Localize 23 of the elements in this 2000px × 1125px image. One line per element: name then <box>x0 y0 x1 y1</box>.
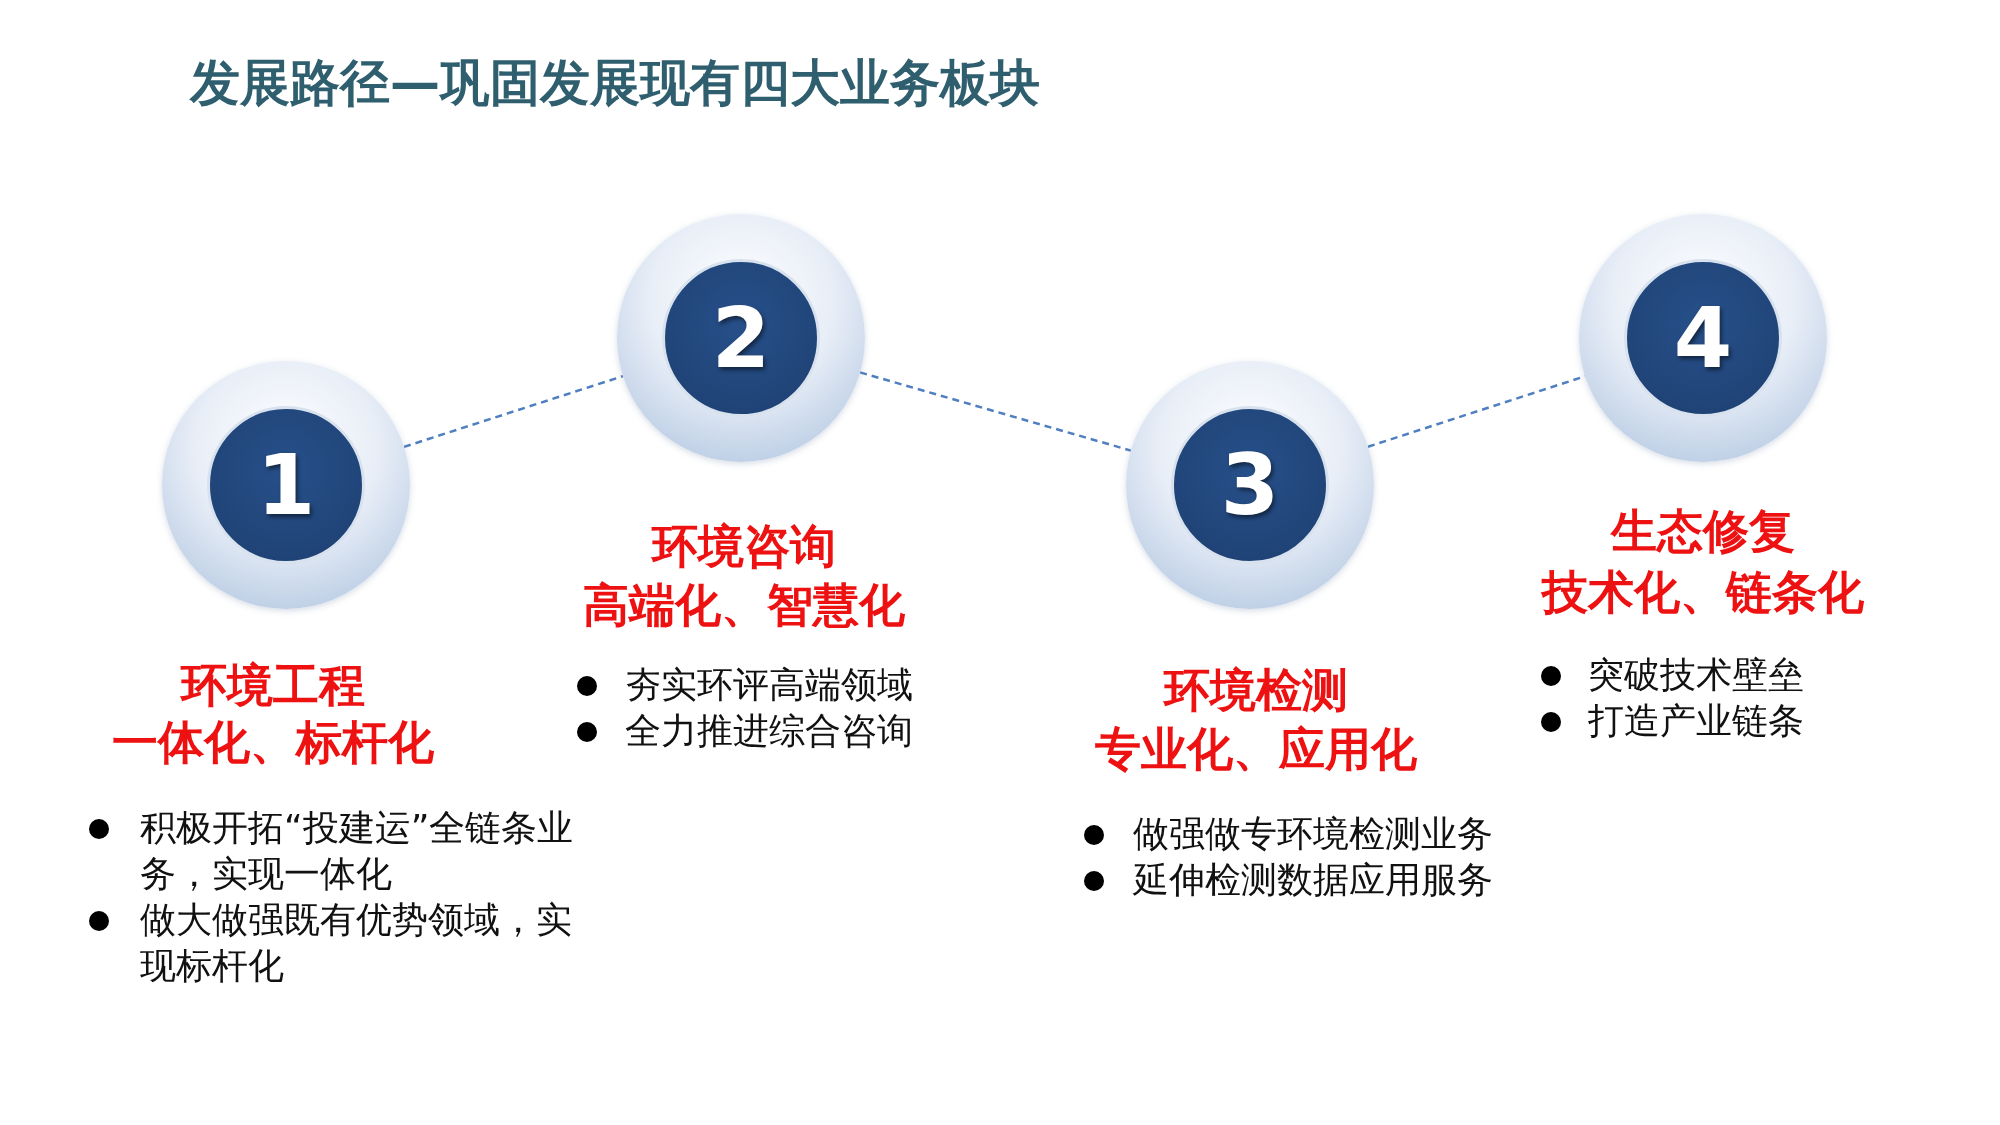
bullet-text: 打造产业链条 <box>1588 699 1805 743</box>
segment-heading: 技术化、链条化 <box>1542 565 1864 621</box>
bullet-text: 突破技术壁垒 <box>1588 653 1805 697</box>
bullet-text: 做大做强既有优势领域，实现标杆化 <box>140 898 573 988</box>
step-number: 4 <box>1624 259 1782 417</box>
step-number: 2 <box>662 259 820 417</box>
bullet-text: 夯实环评高端领域 <box>625 663 914 707</box>
bullet-text: 延伸检测数据应用服务 <box>1133 858 1494 902</box>
step-number: 1 <box>207 406 365 564</box>
segment-heading: 专业化、应用化 <box>1095 722 1417 778</box>
segment-heading: 生态修复 <box>1611 504 1795 560</box>
slide-title: 发展路径—巩固发展现有四大业务板块 <box>190 53 1040 114</box>
step-number: 3 <box>1171 406 1329 564</box>
segment-heading: 一体化、标杆化 <box>112 715 434 771</box>
segment-heading: 环境咨询 <box>652 519 836 575</box>
dashed-connector <box>859 371 1132 452</box>
dashed-connector <box>403 374 624 449</box>
bullet-text: 做强做专环境检测业务 <box>1133 812 1494 856</box>
segment-heading: 环境检测 <box>1164 663 1348 719</box>
segment-heading: 高端化、智慧化 <box>583 578 905 634</box>
bullet-text: 全力推进综合咨询 <box>625 709 914 753</box>
bullet-text: 积极开拓“投建运”全链条业务，实现一体化 <box>140 806 575 896</box>
segment-heading: 环境工程 <box>181 658 365 714</box>
